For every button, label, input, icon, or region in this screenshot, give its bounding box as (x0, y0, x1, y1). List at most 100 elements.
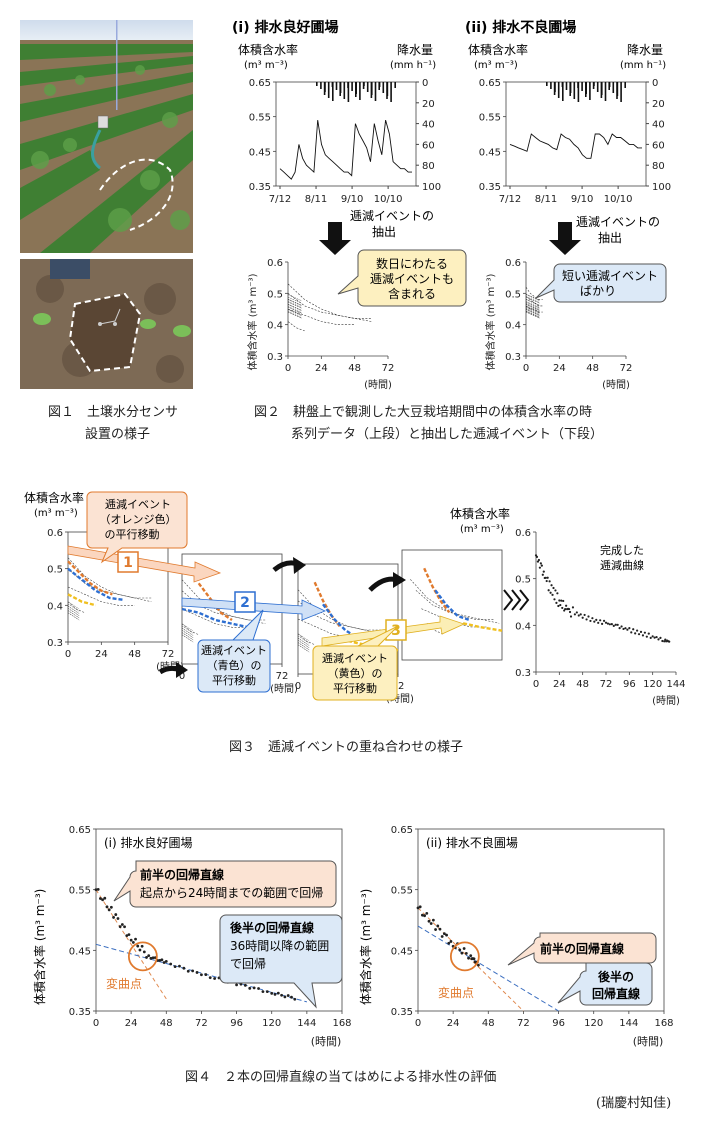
plot-frame (417, 828, 665, 1012)
data-point (540, 564, 543, 567)
rain-bar (562, 82, 564, 101)
data-point (460, 951, 464, 955)
data-point (604, 621, 608, 624)
data-point (191, 969, 195, 973)
y-tick-label: 0.6 (515, 528, 531, 539)
fig4-inflection-label-i: 変曲点 (106, 976, 142, 991)
fig4-front-callout (113, 860, 337, 908)
data-point (140, 944, 144, 948)
fig4-panel-i: (i) 排水良好圃場 (104, 835, 193, 850)
x-tick-label: 24 (315, 363, 328, 374)
fig4-front-callout-ii (507, 932, 657, 966)
y-tick-label: 0.5 (515, 575, 531, 586)
y2-tick-label: 60 (652, 140, 665, 151)
event-line (525, 286, 543, 300)
event-line (287, 308, 303, 316)
x-tick-label: 72 (162, 649, 175, 660)
data-point (630, 631, 633, 634)
fig2-panel-ii-title: (ii) 排水不良圃場 (465, 19, 576, 36)
data-point (429, 922, 433, 925)
data-point (265, 990, 269, 994)
rain-bar (347, 82, 350, 102)
event-line (67, 586, 135, 606)
event-line (525, 311, 541, 319)
fig2-caption-line1: 図２ 耕盤上で観測した大豆栽培期間中の体積含水率の時 (254, 405, 593, 420)
data-point (538, 566, 541, 569)
event-line (287, 306, 303, 314)
x-tick-label: 0 (65, 649, 71, 660)
rain-bar (370, 82, 373, 98)
fig4-back-title-ii-1: 後半の (598, 969, 634, 984)
rain-bar (546, 82, 548, 86)
event-line (181, 623, 199, 635)
x-tick-label: 0 (415, 1018, 421, 1029)
x-tick-label: 24 (125, 1018, 138, 1029)
y-tick-label: 0.4 (505, 321, 521, 332)
fig2-extract-label-i-2: 抽出 (372, 225, 396, 239)
event-line (67, 601, 85, 613)
x-tick-label: 144 (619, 1018, 638, 1029)
event-line (67, 612, 80, 621)
y-tick-label: 0.35 (249, 182, 271, 193)
fig3-ylabel-right-unit: (m³ m⁻³) (460, 524, 504, 535)
data-point (286, 994, 290, 997)
x-tick-label: 24 (447, 1018, 460, 1029)
x-tick-label: 10/10 (374, 194, 403, 205)
event-line (181, 579, 266, 621)
data-point (178, 964, 181, 968)
fig2-charts: (i) 排水良好圃場 体積含水率 (m³ m⁻³) 降水量 (mm h⁻¹) 0… (232, 19, 671, 391)
rain-bar (386, 82, 388, 99)
data-point (606, 622, 610, 625)
data-point (628, 627, 631, 630)
data-point (624, 627, 627, 630)
y2-tick-label: 80 (652, 161, 665, 172)
x-tick-label: 168 (654, 1018, 673, 1029)
x-tick-label: 48 (160, 1018, 173, 1029)
y2-tick-label: 20 (422, 99, 435, 110)
data-point (462, 947, 466, 950)
fig2-panel-i-title: (i) 排水良好圃場 (232, 19, 338, 36)
data-point (610, 623, 613, 626)
event-line (525, 299, 541, 307)
data-point (182, 966, 186, 970)
data-point (573, 613, 576, 616)
data-point (120, 923, 124, 926)
y-tick-label: 0.45 (391, 946, 413, 957)
yellow-callout-text2: （黄色）の (328, 666, 383, 680)
data-point (442, 932, 446, 936)
x-tick-label: 72 (600, 679, 613, 690)
data-point (276, 991, 280, 995)
event-line (181, 623, 194, 632)
data-point (434, 928, 437, 931)
y-tick-label: 0.3 (505, 352, 521, 363)
event-line (181, 634, 194, 643)
y-tick-label: 0.55 (391, 886, 413, 897)
x-unit: (時間) (652, 695, 680, 707)
yellow-event (67, 593, 97, 607)
y-tick-label: 0.65 (391, 825, 413, 836)
rain-bar (573, 82, 576, 99)
data-point (559, 603, 562, 607)
data-point (601, 622, 604, 625)
data-point (112, 916, 115, 919)
fig2-callout-i-text2: 逓減イベントも (370, 271, 454, 286)
final-curve-label1: 完成した (600, 543, 644, 557)
x-tick-label: 48 (348, 363, 361, 374)
fig2-callout-ii-text2: ばかり (580, 284, 616, 298)
rain-bar (600, 82, 603, 98)
data-point (577, 614, 580, 617)
data-point (138, 948, 142, 952)
rain-bar (612, 82, 615, 93)
down-arrow-icon (319, 222, 351, 255)
x-tick-label: 48 (576, 679, 589, 690)
data-point (545, 579, 548, 583)
water-content-line (509, 133, 642, 159)
x-tick-label: 96 (230, 1018, 243, 1029)
data-point (431, 918, 435, 922)
data-point (612, 624, 615, 628)
y-tick-label: 0.65 (249, 78, 271, 89)
rain-bar (616, 82, 618, 99)
event-line (287, 303, 303, 311)
